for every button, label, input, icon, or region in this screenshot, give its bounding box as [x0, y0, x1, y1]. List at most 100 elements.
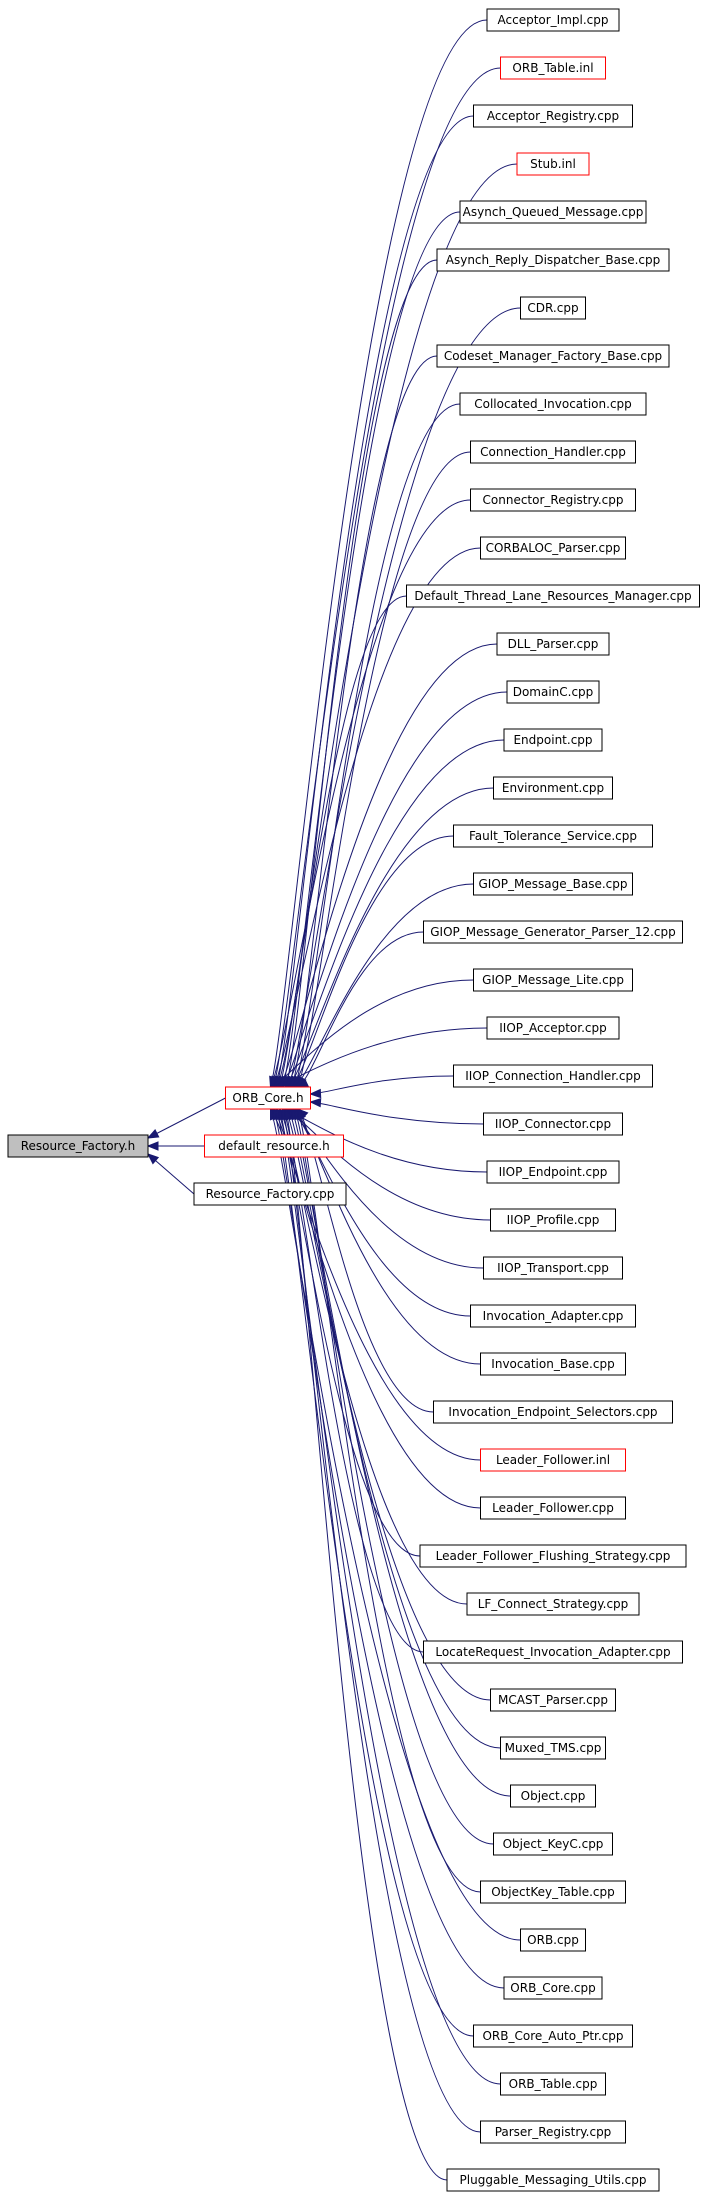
node-label: ORB.cpp: [527, 1933, 579, 1947]
node-label: Endpoint.cpp: [513, 733, 592, 747]
node-orb-core-h[interactable]: ORB_Core.h: [225, 1086, 311, 1110]
node-label: Object.cpp: [521, 1789, 586, 1803]
node-stub-inl[interactable]: Stub.inl: [516, 152, 590, 176]
node-iiop-acceptor-cpp[interactable]: IIOP_Acceptor.cpp: [486, 1016, 620, 1040]
node-box: [500, 1736, 606, 1760]
node-box: [225, 1086, 311, 1110]
node-dll-parser-cpp[interactable]: DLL_Parser.cpp: [496, 632, 610, 656]
node-leader-follower-flushing-strategy-cpp[interactable]: Leader_Follower_Flushing_Strategy.cpp: [419, 1544, 687, 1568]
node-codeset-manager-factory-base-cpp[interactable]: Codeset_Manager_Factory_Base.cpp: [436, 344, 670, 368]
node-box: [496, 632, 610, 656]
node-iiop-transport-cpp[interactable]: IIOP_Transport.cpp: [483, 1256, 623, 1280]
node-domainc-cpp[interactable]: DomainC.cpp: [506, 680, 600, 704]
edge-orb-cpp-to-orb-core-h: [270, 1108, 521, 1941]
node-box: [486, 1160, 620, 1184]
node-label: Fault_Tolerance_Service.cpp: [469, 829, 637, 843]
edge-domainc-cpp-to-orb-core-h: [282, 691, 508, 1088]
nodes: Resource_Factory.h ORB_Core.h default_reso…: [7, 8, 700, 2192]
node-object-cpp[interactable]: Object.cpp: [510, 1784, 596, 1808]
node-invocation-endpoint-selectors-cpp[interactable]: Invocation_Endpoint_Selectors.cpp: [433, 1400, 673, 1424]
edge-environment-cpp-to-orb-core-h: [288, 787, 494, 1088]
node-label: Asynch_Reply_Dispatcher_Base.cpp: [446, 253, 661, 267]
node-label: ORB_Core.cpp: [510, 1981, 595, 1995]
node-giop-message-lite-cpp[interactable]: GIOP_Message_Lite.cpp: [473, 968, 633, 992]
node-default-resource-h[interactable]: default_resource.h: [204, 1134, 344, 1158]
node-iiop-connector-cpp[interactable]: IIOP_Connector.cpp: [483, 1112, 623, 1136]
node-resource-factory-cpp[interactable]: Resource_Factory.cpp: [193, 1182, 347, 1206]
node-box: [436, 344, 670, 368]
edge-orb-core-cpp-to-orb-core-h: [273, 1108, 505, 1989]
node-box: [470, 1304, 636, 1328]
node-label: Connector_Registry.cpp: [483, 493, 624, 507]
node-iiop-endpoint-cpp[interactable]: IIOP_Endpoint.cpp: [486, 1160, 620, 1184]
node-pluggable-messaging-utils-cpp[interactable]: Pluggable_Messaging_Utils.cpp: [446, 2168, 660, 2192]
node-giop-message-base-cpp[interactable]: GIOP_Message_Base.cpp: [473, 872, 633, 896]
edge-invocation-base-cpp-to-orb-core-h: [294, 1108, 481, 1365]
node-box: [453, 1064, 653, 1088]
node-orb-table-inl[interactable]: ORB_Table.inl: [500, 56, 606, 80]
node-acceptor-registry-cpp[interactable]: Acceptor_Registry.cpp: [473, 104, 633, 128]
edge-orb-table-inl-to-orb-core-h: [273, 67, 501, 1088]
node-label: Default_Thread_Lane_Resources_Manager.cp…: [414, 589, 691, 603]
edge-iiop-connection-handler-cpp-to-orb-core-h: [310, 1075, 454, 1095]
node-orb-core-cpp[interactable]: ORB_Core.cpp: [503, 1976, 603, 2000]
node-corbaloc-parser-cpp[interactable]: CORBALOC_Parser.cpp: [480, 536, 626, 560]
node-label: IIOP_Connection_Handler.cpp: [465, 1069, 640, 1083]
node-box: [204, 1134, 344, 1158]
edge-resource-factory-cpp-to-root-arrowhead: [146, 1153, 160, 1165]
node-label: Asynch_Queued_Message.cpp: [463, 205, 644, 219]
node-label: Invocation_Adapter.cpp: [483, 1309, 624, 1323]
node-box: [480, 1352, 626, 1376]
node-box: [7, 1134, 149, 1158]
edge-default-thread-lane-resources-manager-cpp-to-orb-core-h: [276, 595, 407, 1088]
node-giop-message-generator-parser-12-cpp[interactable]: GIOP_Message_Generator_Parser_12.cpp: [423, 920, 683, 944]
edge-iiop-acceptor-cpp-to-orb-core-h: [273, 1027, 488, 1088]
node-connection-handler-cpp[interactable]: Connection_Handler.cpp: [470, 440, 636, 464]
node-mcast-parser-cpp[interactable]: MCAST_Parser.cpp: [490, 1688, 616, 1712]
node-orb-core-auto-ptr-cpp[interactable]: ORB_Core_Auto_Ptr.cpp: [473, 2024, 633, 2048]
node-asynch-queued-message-cpp[interactable]: Asynch_Queued_Message.cpp: [459, 200, 647, 224]
node-orb-table-cpp[interactable]: ORB_Table.cpp: [500, 2072, 606, 2096]
node-resource-factory-h[interactable]: Resource_Factory.h: [7, 1134, 149, 1158]
edge-parser-registry-cpp-to-orb-core-h: [282, 1108, 481, 2133]
node-box: [446, 2168, 660, 2192]
edge-dll-parser-cpp-to-orb-core-h: [279, 643, 498, 1088]
node-label: ORB_Table.cpp: [509, 2077, 598, 2091]
node-box: [486, 8, 620, 32]
node-connector-registry-cpp[interactable]: Connector_Registry.cpp: [470, 488, 636, 512]
node-label: IIOP_Endpoint.cpp: [499, 1165, 608, 1179]
node-parser-registry-cpp[interactable]: Parser_Registry.cpp: [480, 2120, 626, 2144]
node-iiop-profile-cpp[interactable]: IIOP_Profile.cpp: [490, 1208, 616, 1232]
node-locaterequest-invocation-adapter-cpp[interactable]: LocateRequest_Invocation_Adapter.cpp: [423, 1640, 683, 1664]
node-box: [480, 2120, 626, 2144]
node-fault-tolerance-service-cpp[interactable]: Fault_Tolerance_Service.cpp: [453, 824, 653, 848]
node-orb-cpp[interactable]: ORB.cpp: [520, 1928, 586, 1952]
node-box: [520, 296, 586, 320]
node-label: GIOP_Message_Base.cpp: [479, 877, 628, 891]
edge-orb-core-h-to-root: [147, 1097, 226, 1139]
node-asynch-reply-dispatcher-base-cpp[interactable]: Asynch_Reply_Dispatcher_Base.cpp: [436, 248, 670, 272]
node-lf-connect-strategy-cpp[interactable]: LF_Connect_Strategy.cpp: [466, 1592, 640, 1616]
node-object-keyc-cpp[interactable]: Object_KeyC.cpp: [493, 1832, 613, 1856]
node-label: ORB_Core_Auto_Ptr.cpp: [482, 2029, 623, 2043]
node-box: [500, 2072, 606, 2096]
node-box: [459, 392, 647, 416]
node-invocation-adapter-cpp[interactable]: Invocation_Adapter.cpp: [470, 1304, 636, 1328]
node-muxed-tms-cpp[interactable]: Muxed_TMS.cpp: [500, 1736, 606, 1760]
node-label: Acceptor_Impl.cpp: [498, 13, 609, 27]
node-collocated-invocation-cpp[interactable]: Collocated_Invocation.cpp: [459, 392, 647, 416]
node-endpoint-cpp[interactable]: Endpoint.cpp: [503, 728, 603, 752]
node-invocation-base-cpp[interactable]: Invocation_Base.cpp: [480, 1352, 626, 1376]
node-objectkey-table-cpp[interactable]: ObjectKey_Table.cpp: [480, 1880, 626, 1904]
node-leader-follower-inl[interactable]: Leader_Follower.inl: [480, 1448, 626, 1472]
node-iiop-connection-handler-cpp[interactable]: IIOP_Connection_Handler.cpp: [453, 1064, 653, 1088]
node-cdr-cpp[interactable]: CDR.cpp: [520, 296, 586, 320]
node-leader-follower-cpp[interactable]: Leader_Follower.cpp: [480, 1496, 626, 1520]
node-default-thread-lane-resources-manager-cpp[interactable]: Default_Thread_Lane_Resources_Manager.cp…: [406, 584, 700, 608]
node-box: [503, 1976, 603, 2000]
node-box: [406, 584, 700, 608]
node-box: [466, 1592, 640, 1616]
node-environment-cpp[interactable]: Environment.cpp: [493, 776, 613, 800]
node-acceptor-impl-cpp[interactable]: Acceptor_Impl.cpp: [486, 8, 620, 32]
